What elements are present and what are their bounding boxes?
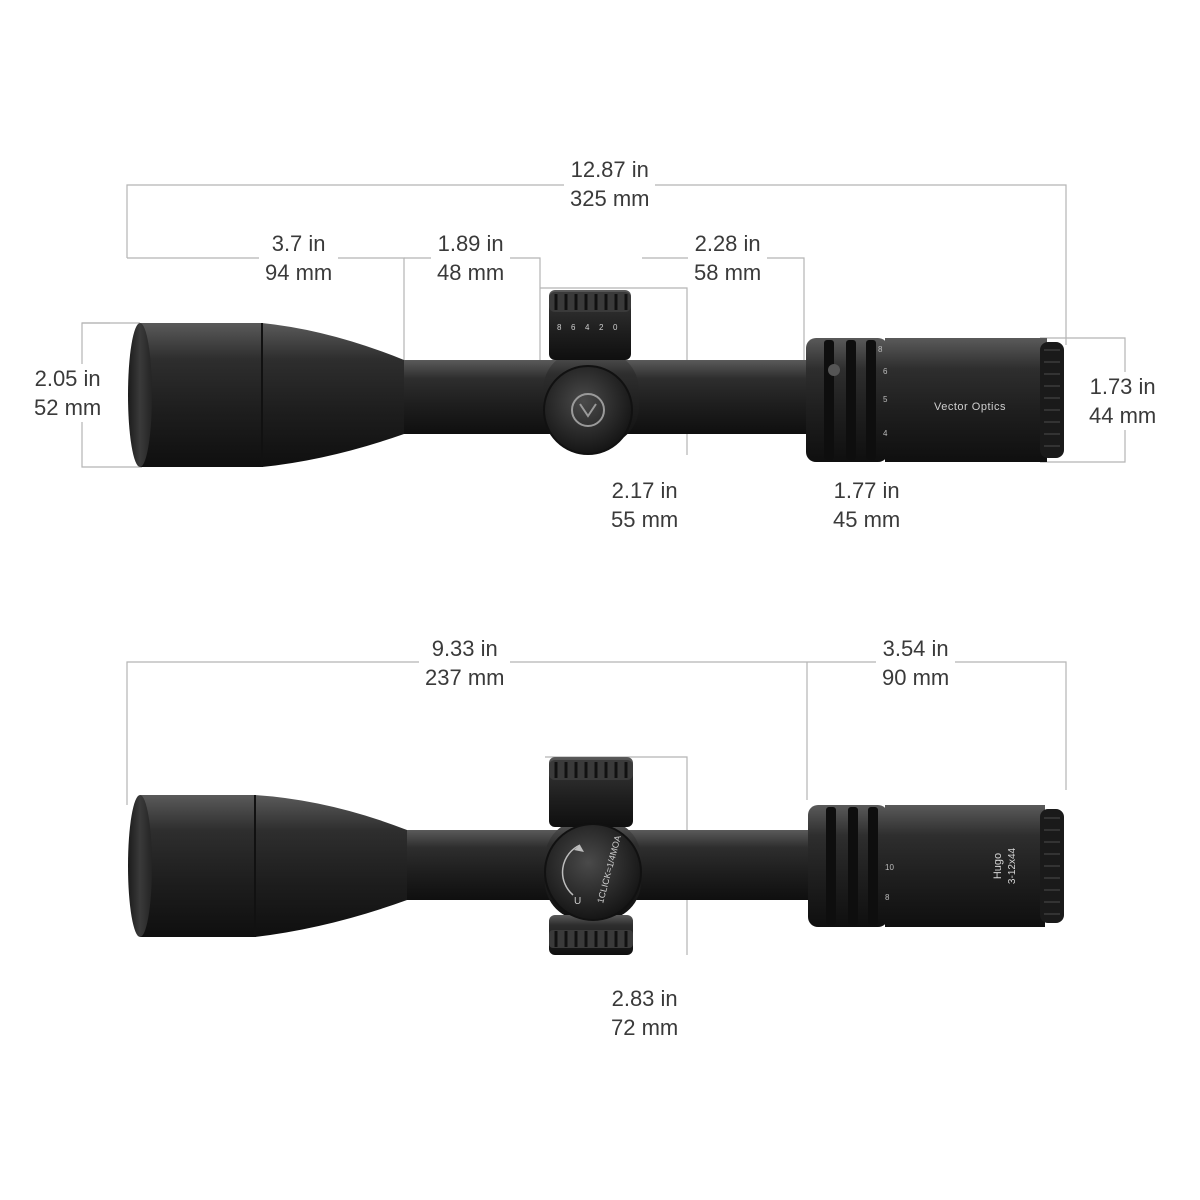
direction-arrow-icon	[561, 844, 581, 896]
power-scale-bottom: 10 8	[885, 863, 894, 902]
turret-direction: U	[574, 896, 581, 907]
turret-scale-mark-3: 2	[599, 323, 604, 332]
model-name: Hugo	[992, 853, 1004, 879]
power-scale-mark-2: 5	[883, 395, 888, 404]
eyepiece-body-bottom	[885, 805, 1045, 927]
turret-cap-dial	[544, 823, 642, 921]
objective-bell-bottom	[140, 795, 407, 937]
model-spec: 3-12x44	[1007, 847, 1018, 884]
objective-bell	[140, 323, 404, 467]
diopter-ring	[1040, 342, 1064, 458]
power-scale-mark-0: 8	[878, 345, 883, 354]
power-scale-mark-bottom-0: 10	[885, 863, 894, 872]
power-scale-mark-3: 4	[883, 429, 888, 438]
turret-scale-mark-1: 6	[571, 323, 576, 332]
objective-lens-ring	[128, 323, 152, 467]
parallax-cap	[543, 365, 633, 455]
turret-scale-mark-2: 4	[585, 323, 590, 332]
turret-scale-mark-4: 0	[613, 323, 618, 332]
eyepiece-body	[885, 338, 1047, 462]
brand-emblem-icon	[571, 393, 605, 427]
power-scale-mark-bottom-1: 8	[885, 893, 890, 902]
power-scale: 8 6 5 4	[878, 345, 888, 438]
power-scale-mark-1: 6	[883, 367, 888, 376]
brand-logo-text: Vector Optics	[934, 401, 1006, 413]
power-throw-pin	[828, 364, 840, 376]
scope-bottom-view: Hugo 3-12x44 108 U 1CLICK=1/4MOA	[128, 757, 1064, 955]
turret-scale-mark-0: 8	[557, 323, 562, 332]
